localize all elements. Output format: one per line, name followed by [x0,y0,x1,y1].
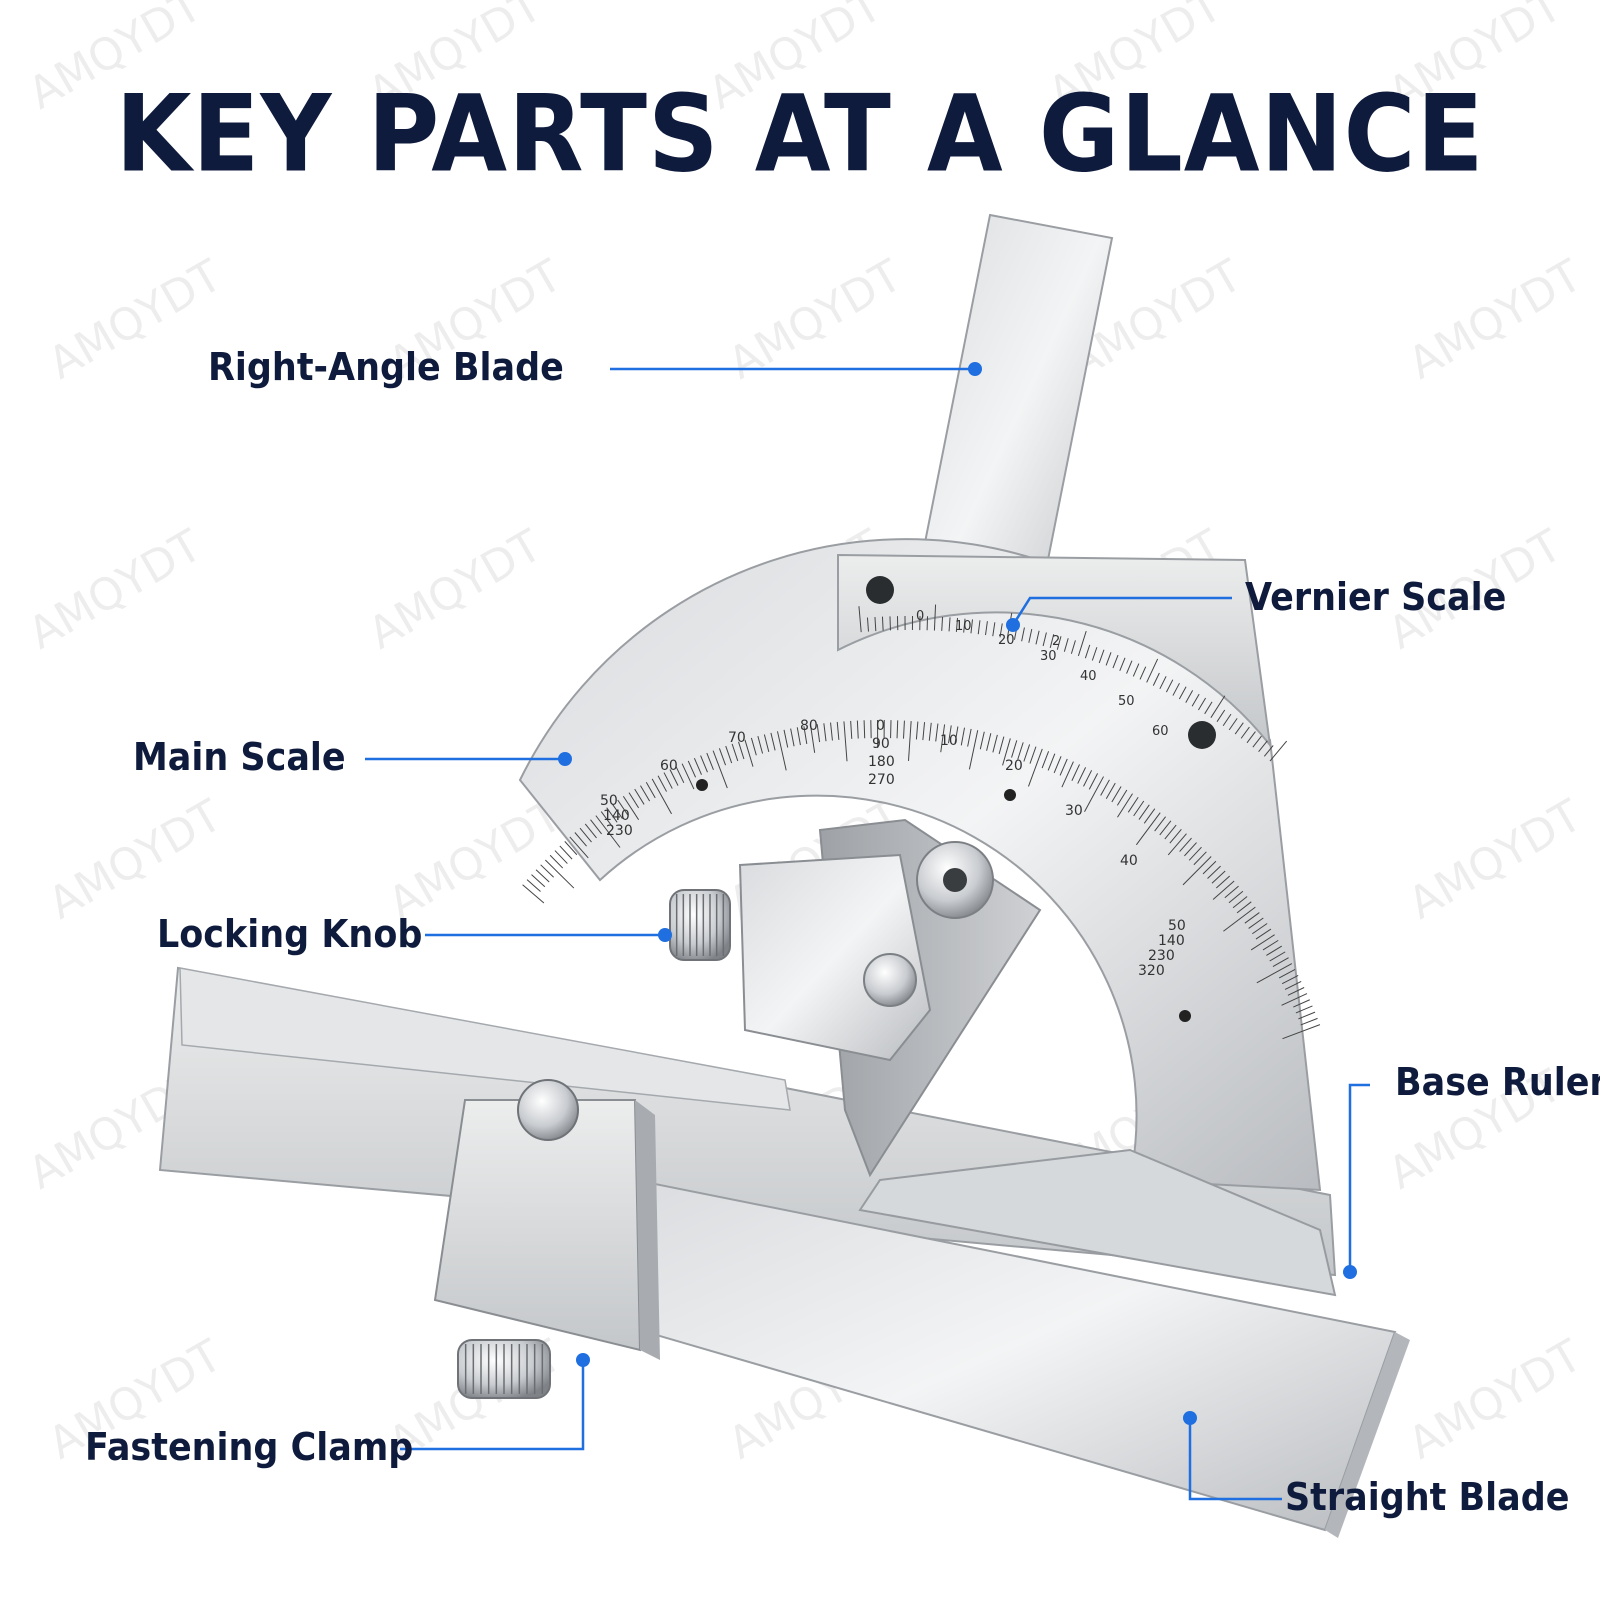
vernier-number: 30 [1040,649,1057,664]
vernier-number: 2 [1052,634,1060,649]
main-scale-tick [1301,1018,1318,1025]
scale-number: 180 [868,754,895,770]
vernier-screw-right [1188,721,1216,749]
label-main-scale: Main Scale [133,735,346,779]
watermark-text: AMQYDT [40,790,230,929]
vernier-number: 40 [1080,669,1097,684]
callout-dot [558,752,572,766]
page-title: KEY PARTS AT A GLANCE [0,73,1600,196]
callout-dot [658,928,672,942]
vernier-number: 10 [955,619,972,634]
scale-number: 230 [1148,948,1175,964]
watermark-text: AMQYDT [40,250,230,389]
scale-number: 30 [1065,803,1083,819]
scale-dot [1179,1010,1191,1022]
label-locking-knob: Locking Knob [157,912,422,956]
callout-dot [968,362,982,376]
vernier-tick [1270,741,1287,761]
watermark-text: AMQYDT [20,520,210,659]
label-fastening-clamp: Fastening Clamp [85,1425,413,1469]
scale-number: 270 [868,772,895,788]
watermark-text: AMQYDT [380,790,570,929]
scale-number: 60 [660,758,678,774]
hub-screw-socket [943,868,967,892]
main-scale-tick [897,720,898,738]
scale-number: 50 [1168,918,1186,934]
vernier-number: 60 [1152,724,1169,739]
vernier-number: 0 [916,609,924,624]
scale-number: 230 [606,823,633,839]
main-scale-tick [523,885,544,903]
locking-knob [670,890,730,960]
scale-number: 80 [800,718,818,734]
main-scale-tick [864,720,865,738]
label-base-ruler: Base Ruler [1395,1060,1600,1104]
callout-dot [576,1353,590,1367]
watermark-text: AMQYDT [1400,1330,1590,1469]
scale-number: 20 [1005,758,1023,774]
scale-number: 0 [876,718,885,734]
scale-number: 140 [603,808,630,824]
watermark-text: AMQYDT [360,520,550,659]
callout-dot [1343,1265,1357,1279]
watermark-text: AMQYDT [1400,250,1590,389]
scale-number: 70 [728,730,746,746]
callout-line-base-ruler [1350,1085,1370,1270]
scale-number: 140 [1158,933,1185,949]
label-vernier-scale: Vernier Scale [1245,575,1506,619]
vernier-number: 50 [1118,694,1135,709]
watermark-text: AMQYDT [1400,790,1590,929]
label-right-angle-blade: Right-Angle Blade [208,345,564,389]
callout-dot [1183,1411,1197,1425]
label-straight-blade: Straight Blade [1285,1475,1569,1519]
scale-number: 50 [600,793,618,809]
scale-number: 320 [1138,963,1165,979]
vernier-screw-left [866,576,894,604]
callout-dot [1006,618,1020,632]
clamp-top-knob [518,1080,578,1140]
scale-number: 10 [940,733,958,749]
scale-number: 90 [872,736,890,752]
scale-dot [1004,789,1016,801]
vernier-tick [882,617,883,631]
hub-knob [864,954,916,1006]
scale-number: 40 [1120,853,1138,869]
vernier-number: 20 [998,633,1015,648]
scale-dot [696,779,708,791]
